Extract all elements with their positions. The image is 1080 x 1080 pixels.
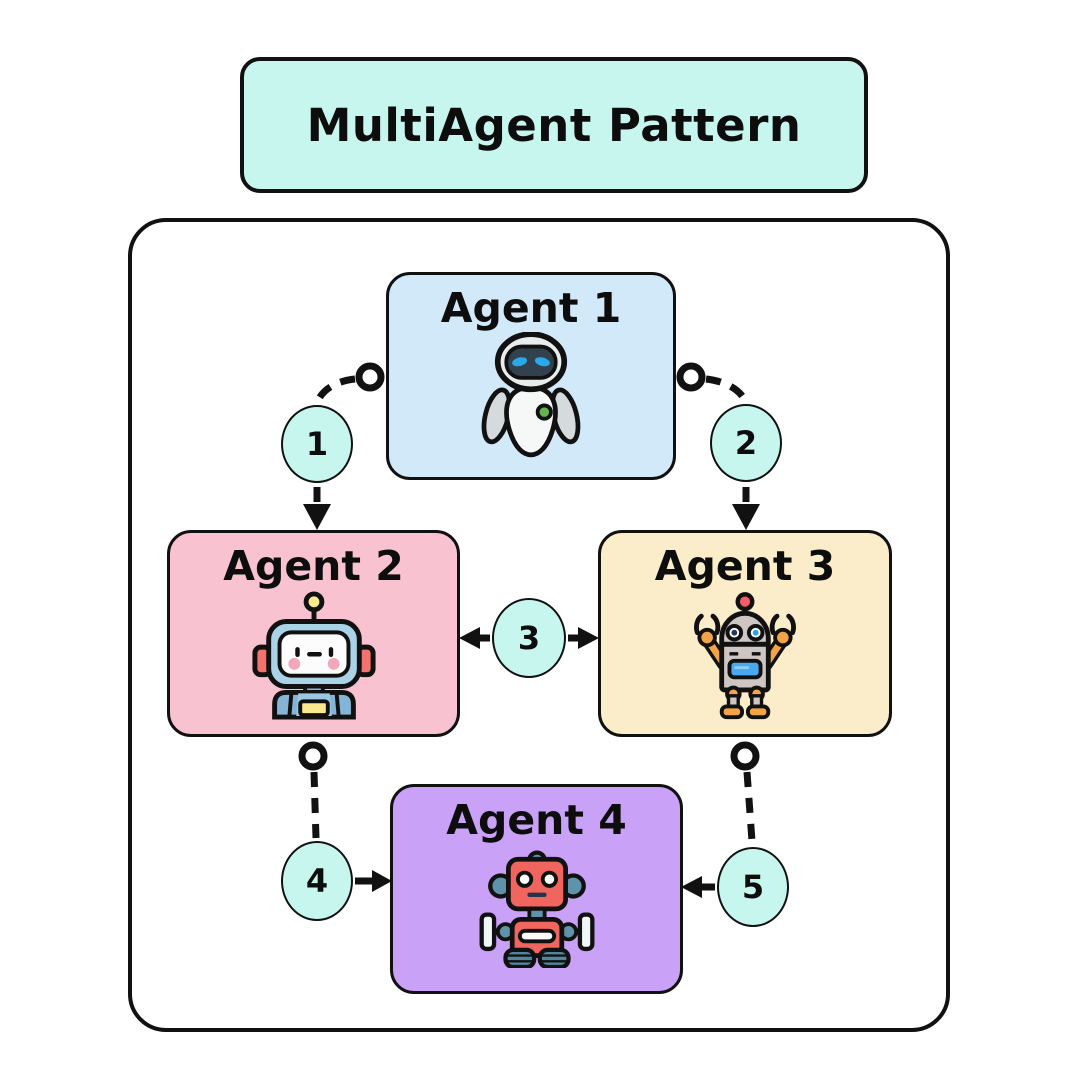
- agent-2-node: Agent 2: [167, 530, 460, 737]
- step-circle-1: 1: [281, 405, 353, 483]
- step-circle-2: 2: [710, 404, 782, 482]
- agent-2-label: Agent 2: [223, 542, 404, 590]
- eve-robot-icon: [481, 332, 581, 458]
- diagram-title-box: MultiAgent Pattern: [240, 57, 868, 193]
- step-circle-3: 3: [492, 598, 566, 678]
- agent-3-node: Agent 3: [598, 530, 892, 737]
- agent-1-node: Agent 1: [386, 272, 676, 480]
- agent-4-node: Agent 4: [390, 784, 683, 994]
- red-robot-icon: [479, 850, 594, 969]
- claw-robot-icon: [694, 592, 796, 720]
- step-circle-5: 5: [717, 847, 789, 927]
- agent-1-label: Agent 1: [440, 284, 622, 332]
- agent-4-label: Agent 4: [446, 796, 627, 844]
- agent-3-label: Agent 3: [654, 542, 836, 590]
- blue-robot-icon: [251, 591, 376, 720]
- diagram-title: MultiAgent Pattern: [306, 98, 802, 152]
- step-circle-4: 4: [281, 841, 353, 921]
